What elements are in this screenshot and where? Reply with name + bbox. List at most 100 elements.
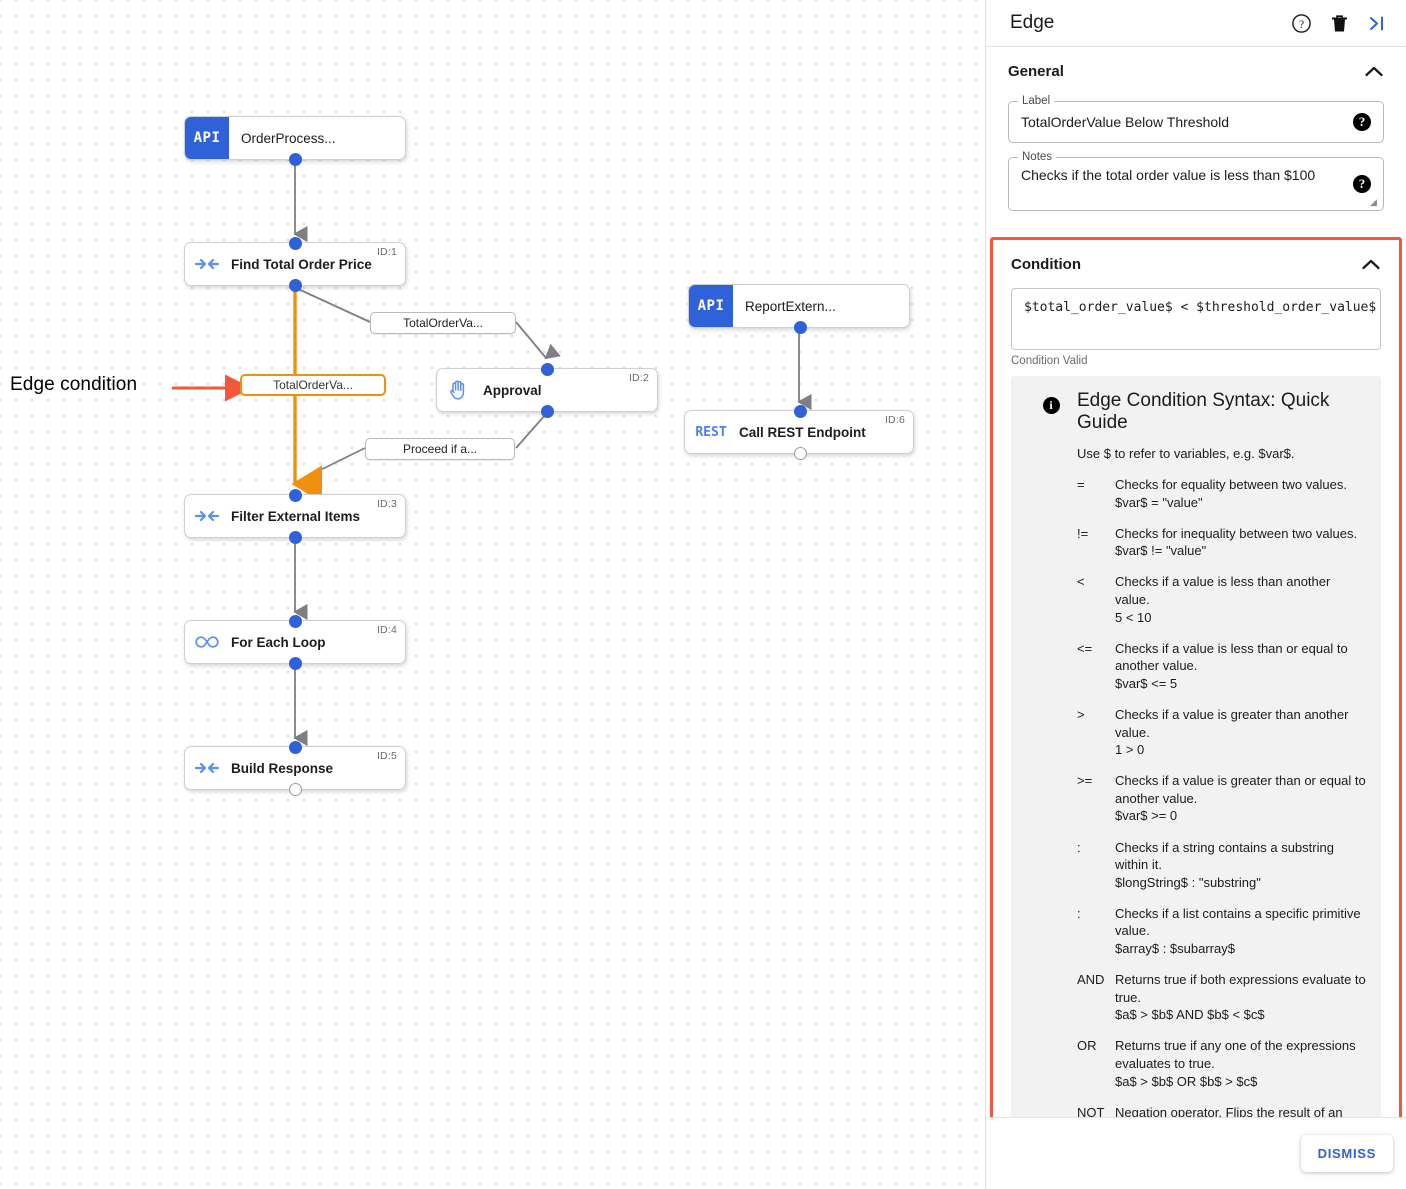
operator-description: Checks if a list contains a specific pri…: [1115, 905, 1361, 939]
guide-body: Edge Condition Syntax: Quick Guide Use $…: [1077, 390, 1367, 1170]
operator-description-wrap: Checks if a value is greater than anothe…: [1115, 706, 1367, 759]
operator-example: 5 < 10: [1115, 609, 1152, 625]
operator-symbol: :: [1077, 839, 1081, 855]
svg-text:?: ?: [1299, 19, 1304, 31]
operator-description-wrap: Checks if a value is greater than or equ…: [1115, 772, 1367, 825]
operator-description-wrap: Checks if a value is less than or equal …: [1115, 640, 1367, 693]
node-port-out[interactable]: [793, 446, 807, 460]
operator-example: $a$ > $b$ OR $b$ > $c$: [1115, 1073, 1258, 1089]
label-field-legend: Label: [1018, 95, 1055, 107]
edge-label[interactable]: TotalOrderVa...: [370, 312, 516, 334]
operator-row: != Checks for inequality between two valu…: [1077, 525, 1367, 561]
node-id-label: ID:1: [376, 246, 397, 258]
converge-icon: [185, 495, 229, 537]
api-badge-icon: API: [185, 117, 229, 159]
operator-symbol: <=: [1077, 640, 1093, 656]
node-port-in[interactable]: [288, 740, 302, 754]
label-help-icon[interactable]: ?: [1353, 113, 1371, 131]
edge-connections: [172, 160, 812, 747]
condition-status-text: Condition Valid: [1011, 355, 1088, 367]
api-badge-icon: API: [689, 285, 733, 327]
operator-description-wrap: Checks for inequality between two values…: [1115, 525, 1367, 561]
general-section: General Label TotalOrderValue Below Thre…: [986, 47, 1406, 225]
node-order-process[interactable]: API OrderProcess...: [184, 116, 406, 166]
loop-icon: [185, 621, 229, 663]
edge-label[interactable]: Proceed if a...: [365, 438, 515, 460]
operator-row: AND Returns true if both expressions eval…: [1077, 971, 1367, 1024]
notes-field[interactable]: Notes Checks if the total order value is…: [1008, 151, 1384, 211]
panel-footer: DISMISS: [986, 1117, 1406, 1189]
operator-symbol: =: [1077, 477, 1085, 492]
node-port-out[interactable]: [288, 782, 302, 796]
operator-description-wrap: Returns true if any one of the expressio…: [1115, 1037, 1367, 1090]
operator-symbol: <: [1077, 574, 1085, 590]
condition-heading: Condition: [1011, 255, 1081, 273]
node-call-rest-endpoint[interactable]: REST Call REST Endpoint ID:6: [684, 404, 914, 460]
node-port-in[interactable]: [288, 236, 302, 250]
label-field-value: TotalOrderValue Below Threshold: [1021, 114, 1230, 130]
rest-badge-icon: REST: [695, 424, 727, 440]
node-approval[interactable]: Approval ID:2: [436, 362, 658, 418]
edge-label-selected[interactable]: TotalOrderVa...: [240, 374, 386, 396]
node-id-label: ID:3: [376, 498, 397, 510]
operator-description-wrap: Returns true if both expressions evaluat…: [1115, 971, 1367, 1024]
node-port-in[interactable]: [540, 362, 554, 376]
node-port-in[interactable]: [288, 488, 302, 502]
operator-example: $longString$ : "substring": [1115, 874, 1261, 890]
node-filter-external-items[interactable]: Filter External Items ID:3: [184, 488, 406, 544]
label-field[interactable]: Label TotalOrderValue Below Threshold ?: [1008, 95, 1384, 143]
operator-symbol: !=: [1077, 525, 1089, 541]
node-title: Approval: [483, 382, 542, 398]
general-section-header[interactable]: General: [1000, 47, 1392, 95]
trash-icon[interactable]: [1330, 13, 1349, 34]
node-for-each-loop[interactable]: For Each Loop ID:4: [184, 614, 406, 670]
node-port-out[interactable]: [288, 530, 302, 544]
node-build-response[interactable]: Build Response ID:5: [184, 740, 406, 796]
node-port-out[interactable]: [288, 656, 302, 670]
node-report-external[interactable]: API ReportExtern...: [688, 284, 910, 334]
operator-row: <= Checks if a value is less than or equa…: [1077, 640, 1367, 693]
operator-symbol: NOT: [1077, 1104, 1105, 1120]
operator-example: 1 > 0: [1115, 742, 1145, 758]
operator-description-wrap: Checks for equality between two values.$…: [1115, 476, 1367, 512]
operator-list: = Checks for equality between two values.…: [1077, 476, 1367, 1157]
operator-description: Checks for equality between two values.: [1115, 477, 1347, 492]
operator-description: Checks for inequality between two values…: [1115, 525, 1358, 541]
resize-handle[interactable]: ◢: [1370, 197, 1377, 207]
collapse-panel-icon[interactable]: [1367, 14, 1388, 33]
help-circle-icon[interactable]: ?: [1291, 13, 1312, 34]
node-title: OrderProcess...: [241, 130, 336, 146]
condition-expression-input[interactable]: $total_order_value$ < $threshold_order_v…: [1011, 288, 1381, 350]
notes-help-icon[interactable]: ?: [1353, 175, 1371, 193]
operator-description: Checks if a value is greater than or equ…: [1115, 773, 1366, 806]
dismiss-button[interactable]: DISMISS: [1300, 1135, 1393, 1172]
chevron-up-icon[interactable]: [1364, 65, 1384, 78]
operator-symbol: AND: [1077, 972, 1105, 988]
node-title: Find Total Order Price: [231, 256, 372, 272]
chevron-up-icon[interactable]: [1361, 258, 1381, 271]
operator-row: : Checks if a list contains a specific pr…: [1077, 905, 1367, 958]
node-port-out[interactable]: [288, 278, 302, 292]
node-port-in[interactable]: [793, 404, 807, 418]
node-port-out[interactable]: [540, 404, 554, 418]
condition-section-header[interactable]: Condition: [1003, 240, 1389, 288]
operator-example: $var$ != "value": [1115, 543, 1207, 559]
workflow-canvas[interactable]: API OrderProcess... Find Total Order Pri…: [0, 0, 985, 1189]
node-port-out[interactable]: [288, 152, 302, 166]
node-title: Filter External Items: [231, 508, 361, 524]
general-heading: General: [1008, 62, 1064, 80]
operator-row: :Checks if a string contains a substring…: [1077, 839, 1367, 892]
operator-description-wrap: Checks if a list contains a specific pri…: [1115, 905, 1367, 958]
node-port-out[interactable]: [793, 320, 807, 334]
node-find-total-order-price[interactable]: Find Total Order Price ID:1: [184, 236, 406, 292]
operator-symbol: :: [1077, 905, 1081, 921]
notes-field-value: Checks if the total order value is less …: [1021, 167, 1316, 183]
node-port-in[interactable]: [288, 614, 302, 628]
condition-section: Condition $total_order_value$ < $thresho…: [990, 237, 1402, 1189]
operator-description: Checks if a value is greater than anothe…: [1115, 707, 1349, 740]
info-icon-column: i: [1025, 390, 1077, 1170]
operator-symbol: >: [1077, 707, 1085, 723]
converge-icon: [185, 243, 229, 285]
operator-row: > Checks if a value is greater than anoth…: [1077, 706, 1367, 759]
